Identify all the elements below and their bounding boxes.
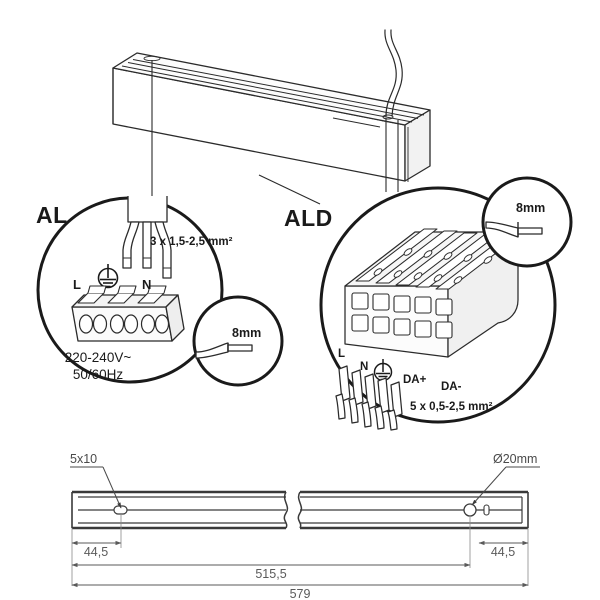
- ald-terminal-label-da-minus: DA-: [441, 381, 462, 393]
- ald-terminal-label-da-plus: DA+: [403, 374, 427, 386]
- al-wires: [122, 196, 172, 279]
- al-voltage-line-1: 220-240V~: [65, 350, 132, 365]
- ald-strip-length-circle: [481, 176, 573, 268]
- al-wire-spec: 3 x 1,5-2,5 mm²: [150, 236, 233, 248]
- al-terminal-label-l: L: [73, 277, 81, 292]
- callout-slot-left: 5x10: [70, 452, 97, 466]
- dimension-value-total-length: 579: [290, 587, 311, 600]
- ald-terminal-label-l: L: [338, 348, 345, 360]
- al-voltage-line-2: 50/60Hz: [73, 367, 124, 382]
- al-strip-length-circle: [192, 295, 284, 387]
- mounting-slot-right: [483, 504, 490, 516]
- dimension-value-left-offset: 44,5: [84, 545, 108, 559]
- al-terminal-block: [71, 285, 185, 342]
- dimension-value-hole-span: 515,5: [255, 567, 286, 581]
- callout-hole-right: Ø20mm: [493, 452, 537, 466]
- al-terminal-label-n: N: [142, 277, 151, 292]
- dimension-value-right-offset: 44,5: [491, 545, 515, 559]
- supply-cable: [384, 29, 403, 117]
- al-strip-length-label: 8mm: [232, 326, 261, 340]
- ald-strip-length-label: 8mm: [516, 201, 545, 215]
- luminaire-illustration: [112, 52, 431, 182]
- ald-stripped-wire: [485, 221, 543, 238]
- ald-wire-spec: 5 x 0,5-2,5 mm²: [410, 401, 493, 413]
- al-stripped-wire: [195, 342, 253, 359]
- ald-wires: [335, 365, 403, 431]
- section-label-ald: ALD: [284, 205, 333, 231]
- leader-lines: [151, 60, 399, 205]
- ald-terminal-label-n: N: [360, 361, 368, 373]
- section-label-al: AL: [36, 202, 68, 228]
- dimension-drawing: [70, 466, 540, 588]
